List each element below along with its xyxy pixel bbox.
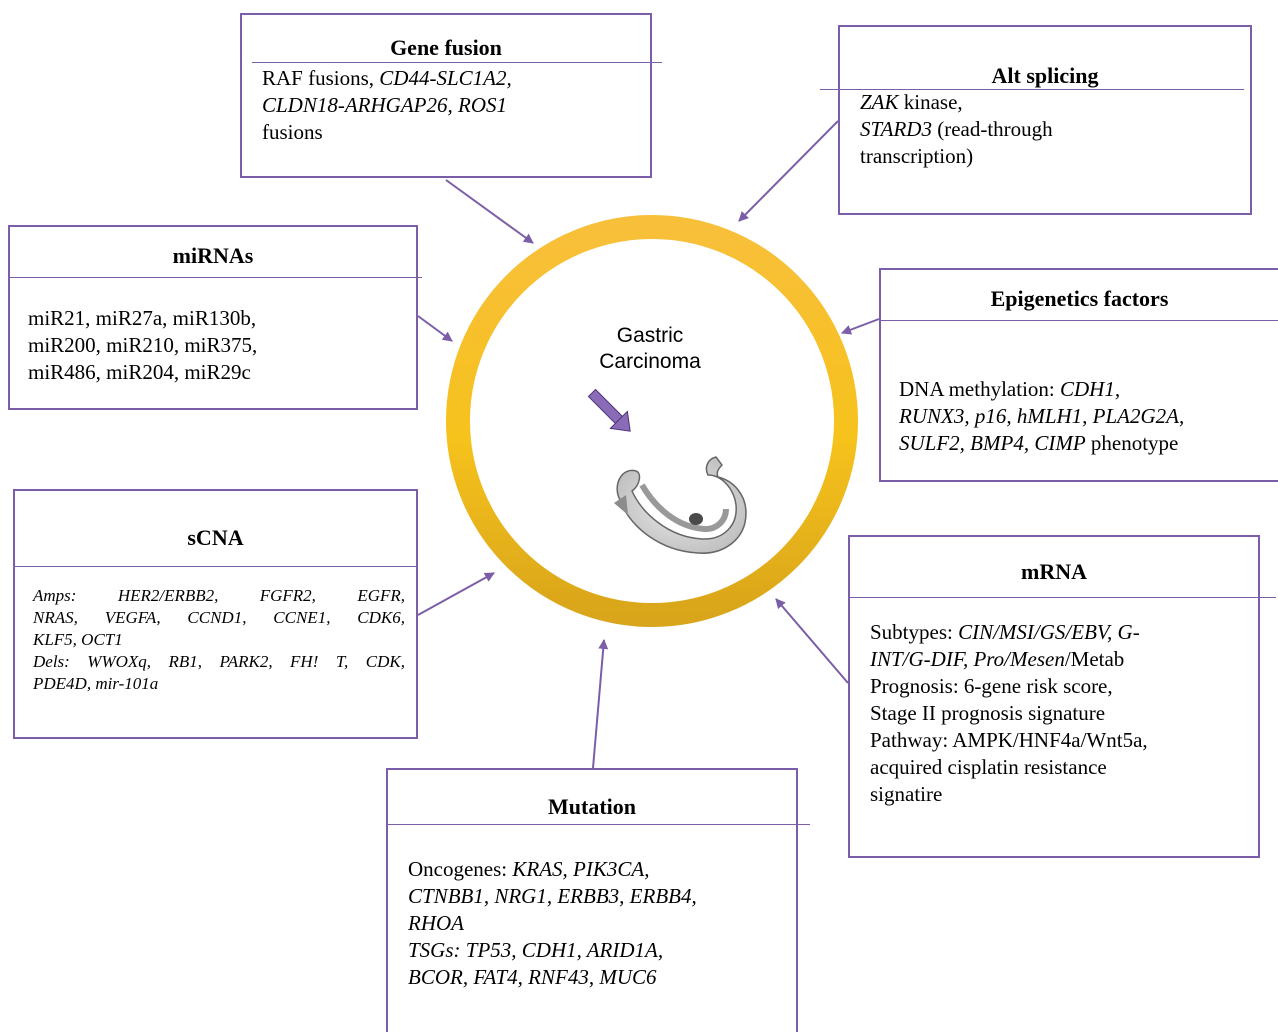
mutation-line2: CTNBB1, NRG1, ERBB3, ERBB4,	[408, 884, 697, 908]
alt-splicing-text: ZAK kinase, STARD3 (read-through transcr…	[860, 89, 1240, 170]
mrna-title: mRNA	[1021, 559, 1087, 584]
mrna-line7: signatire	[870, 782, 943, 806]
mirnas-box: miRNAs miR21, miR27a, miR130b, miR200, m…	[8, 225, 422, 410]
mrna-line2a: INT/G-DIF, Pro/Mesen	[870, 647, 1065, 671]
alt-splicing-line2a: STARD3	[860, 117, 932, 141]
arrow-mrna	[775, 598, 849, 684]
arrow-epigenetics	[841, 318, 880, 335]
gene-fusion-divider	[252, 62, 662, 63]
center-label: Gastric Carcinoma	[560, 323, 740, 375]
carcinoma-ring	[446, 215, 858, 627]
arrow-scna	[417, 572, 495, 616]
mrna-line4: Stage II prognosis signature	[870, 701, 1106, 725]
epigenetics-line3a: SULF2, BMP4, CIMP	[899, 431, 1086, 455]
mirnas-line3: miR486, miR204, miR29c	[28, 360, 251, 384]
mrna-text: Subtypes: CIN/MSI/GS/EBV, G- INT/G-DIF, …	[870, 619, 1260, 808]
arrow-gene-fusion	[445, 179, 534, 244]
mutation-divider	[388, 824, 810, 825]
mutation-text: Oncogenes: KRAS, PIK3CA, CTNBB1, NRG1, E…	[408, 856, 798, 991]
mrna-line6: acquired cisplatin resistance	[870, 755, 1107, 779]
alt-splicing-line3: transcription)	[860, 144, 974, 168]
epigenetics-box: Epigenetics factors DNA methylation: CDH…	[879, 268, 1278, 482]
epigenetics-line2: RUNX3, p16, hMLH1, PLA2G2A,	[899, 404, 1185, 428]
gene-fusion-line2: CLDN18-ARHGAP26, ROS1	[262, 93, 507, 117]
scna-line4: Dels: WWOXq, RB1, PARK2, FH! T, CDK,	[33, 652, 405, 671]
scna-line3: KLF5, OCT1	[33, 630, 123, 649]
mutation-line5: BCOR, FAT4, RNF43, MUC6	[408, 965, 657, 989]
alt-splicing-title: Alt splicing	[991, 63, 1099, 88]
mrna-line1a: Subtypes:	[870, 620, 959, 644]
center-label-line2: Carcinoma	[599, 350, 701, 373]
scna-line1: Amps: HER2/ERBB2, FGFR2, EGFR,	[33, 586, 405, 605]
gene-fusion-line1b: CD44-SLC1A2,	[379, 66, 512, 90]
epigenetics-line1a: DNA methylation:	[899, 377, 1060, 401]
mirnas-line2: miR200, miR210, miR375,	[28, 333, 258, 357]
mutation-line1a: Oncogenes:	[408, 857, 513, 881]
epigenetics-title: Epigenetics factors	[990, 286, 1169, 311]
pointer-arrow-icon	[587, 388, 631, 432]
epigenetics-text: DNA methylation: CDH1, RUNX3, p16, hMLH1…	[899, 376, 1278, 457]
mutation-line4: TSGs: TP53, CDH1, ARID1A,	[408, 938, 664, 962]
alt-splicing-line1a: ZAK	[860, 90, 899, 114]
scna-title: sCNA	[187, 525, 244, 550]
mutation-box: Mutation Oncogenes: KRAS, PIK3CA, CTNBB1…	[386, 768, 810, 1032]
alt-splicing-box: Alt splicing ZAK kinase, STARD3 (read-th…	[820, 25, 1252, 215]
arrow-mirnas	[417, 315, 453, 342]
mrna-line3: Prognosis: 6-gene risk score,	[870, 674, 1113, 698]
arrow-mutation	[592, 639, 609, 769]
mrna-line5: Pathway: AMPK/HNF4a/Wnt5a,	[870, 728, 1148, 752]
gene-fusion-line1a: RAF fusions,	[262, 66, 380, 90]
scna-line2: NRAS, VEGFA, CCND1, CCNE1, CDK6,	[33, 608, 405, 627]
mrna-box: mRNA Subtypes: CIN/MSI/GS/EBV, G- INT/G-…	[848, 535, 1276, 858]
mrna-divider	[850, 597, 1276, 598]
mirnas-title: miRNAs	[172, 243, 254, 268]
mrna-line2b: /Metab	[1064, 647, 1125, 671]
epigenetics-line3b: phenotype	[1085, 431, 1179, 455]
mutation-line3: RHOA	[408, 911, 464, 935]
scna-text: Amps: HER2/ERBB2, FGFR2, EGFR, NRAS, VEG…	[33, 585, 405, 695]
alt-splicing-line1b: kinase,	[898, 90, 963, 114]
mirnas-line1: miR21, miR27a, miR130b,	[28, 306, 257, 330]
gene-fusion-box: Gene fusion RAF fusions, CD44-SLC1A2, CL…	[240, 13, 662, 178]
mutation-title: Mutation	[548, 794, 636, 819]
mrna-line1b: CIN/MSI/GS/EBV, G-	[958, 620, 1140, 644]
gene-fusion-title: Gene fusion	[390, 35, 502, 60]
gene-fusion-line3: fusions	[262, 120, 323, 144]
mutation-line1b: KRAS, PIK3CA,	[512, 857, 650, 881]
alt-splicing-line2b: (read-through	[931, 117, 1053, 141]
mirnas-text: miR21, miR27a, miR130b, miR200, miR210, …	[28, 305, 408, 386]
scna-line5: PDE4D, mir-101a	[33, 674, 159, 693]
epigenetics-divider	[881, 320, 1278, 321]
mirnas-divider	[10, 277, 422, 278]
scna-box: sCNA Amps: HER2/ERBB2, FGFR2, EGFR, NRAS…	[13, 489, 418, 739]
center-label-line1: Gastric	[616, 324, 684, 347]
arrow-alt-splicing	[738, 120, 839, 222]
alt-splicing-divider	[820, 89, 1244, 90]
stomach-icon	[614, 456, 747, 554]
scna-divider	[15, 566, 416, 567]
gene-fusion-text: RAF fusions, CD44-SLC1A2, CLDN18-ARHGAP2…	[262, 65, 642, 146]
epigenetics-line1b: CDH1,	[1060, 377, 1121, 401]
